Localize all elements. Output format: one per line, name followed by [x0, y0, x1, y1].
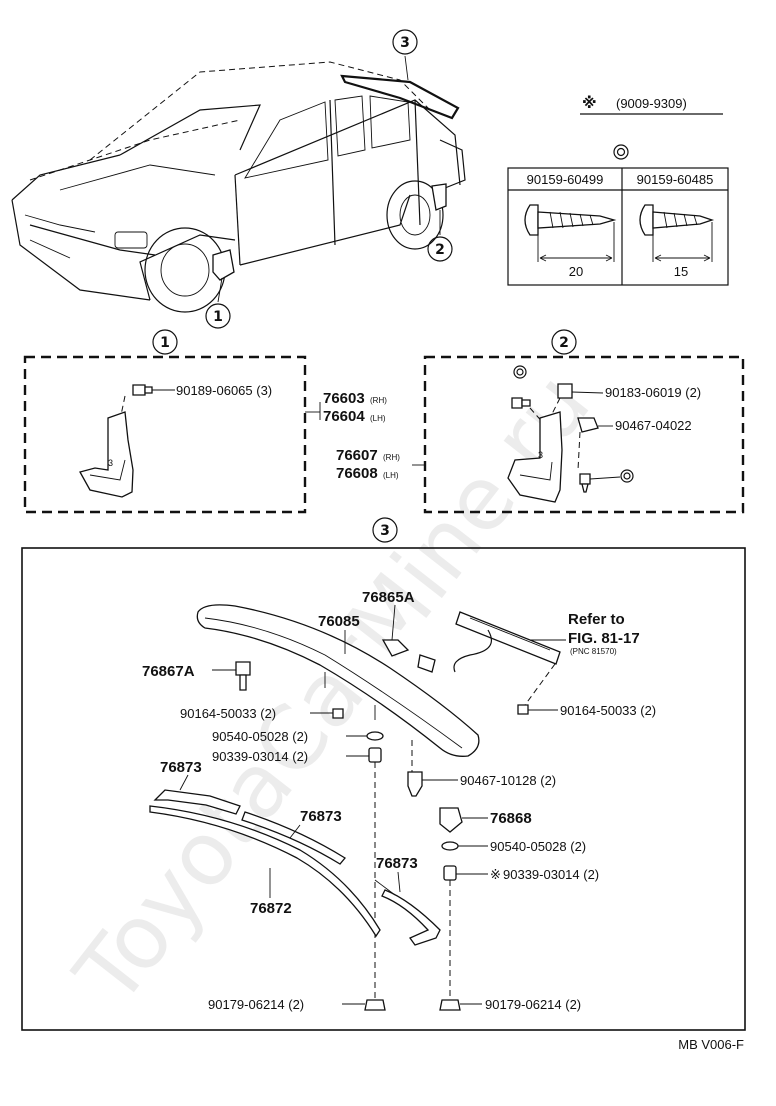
p3-nut-left: 90179-06214 (2) [208, 997, 304, 1012]
spoiler [196, 604, 480, 757]
p1-flap-lh: 76604 [323, 408, 365, 425]
svg-text:3: 3 [108, 458, 113, 468]
note-symbol: ※ [582, 94, 597, 112]
fastener-1-length: 20 [569, 264, 583, 279]
callout-2-car: 2 [427, 236, 453, 262]
p3-gasket-2: 76873 [300, 808, 342, 825]
p1-lh: (LH) [370, 414, 386, 423]
p3-spoiler: 76085 [318, 613, 360, 630]
watermark: ToyotaCarMine.ru [55, 354, 610, 1024]
p3-gasket-1: 76873 [160, 759, 202, 776]
p3-bracket-a: 76865A [362, 589, 415, 606]
seal-strips [149, 774, 441, 946]
panel-2: 2 90183-06019 (2) 90467-04022 3 [412, 329, 745, 514]
refer-fig: FIG. 81-17 [568, 630, 640, 647]
fastener-note: ※ (9009-9309) 90159-60499 90159-60485 20 [507, 94, 729, 286]
svg-text:1: 1 [213, 309, 223, 325]
p1-rh: (RH) [370, 396, 387, 405]
panel-3: 3 Refer to FIG. 81-17 ( [21, 517, 746, 1031]
p3-gasket-3: 76873 [376, 855, 418, 872]
refer-to: Refer to [568, 611, 625, 628]
footer-code: MB V006-F [678, 1037, 744, 1052]
p2-flap-rh: 76607 [336, 447, 378, 464]
p3-spacer-right: 90339-03014 (2) [503, 867, 599, 882]
p1-flap-rh: 76603 [323, 390, 365, 407]
p3-nut-right: 90179-06214 (2) [485, 997, 581, 1012]
p2-rh: (RH) [383, 453, 400, 462]
fastener-2-part-no: 90159-60485 [637, 172, 714, 187]
p2-flap-lh: 76608 [336, 465, 378, 482]
callout-3-top: 3 [392, 29, 418, 55]
callout-3-panel: 3 [372, 517, 398, 543]
p2-lh: (LH) [383, 471, 399, 480]
screw-2-drawing [639, 204, 715, 262]
svg-text:2: 2 [559, 335, 569, 351]
fastener-1-part-no: 90159-60499 [527, 172, 604, 187]
callout-1-car: 1 [205, 303, 231, 329]
p3-spacer-left: 90339-03014 (2) [212, 749, 308, 764]
p3-nut-clip: 90467-10128 (2) [460, 773, 556, 788]
svg-text:3: 3 [400, 35, 410, 51]
refer-pnc: (PNC 81570) [570, 647, 617, 656]
svg-text:3: 3 [380, 523, 390, 539]
svg-text:2: 2 [435, 242, 445, 258]
stop-lamp [417, 611, 566, 706]
p3-bracket-b: 76867A [142, 663, 195, 680]
p1-bolt-label: 90189-06065 (3) [176, 383, 272, 398]
svg-text:1: 1 [160, 335, 170, 351]
panel-1: 1 90189-06065 (3) 3 [23, 329, 321, 514]
p3-spacer-right-mark: ※ [490, 867, 501, 882]
note-range: (9009-9309) [616, 96, 687, 111]
callout-2-panel: 2 [551, 329, 577, 355]
p3-screw-right: 90164-50033 (2) [560, 703, 656, 718]
p3-washer-left: 90540-05028 (2) [212, 729, 308, 744]
p2-nut-label: 90467-04022 [615, 418, 692, 433]
p3-screw-left: 90164-50033 (2) [180, 706, 276, 721]
screw-1-drawing [524, 204, 617, 262]
svg-text:3: 3 [538, 450, 543, 460]
callout-1-panel: 1 [152, 329, 178, 355]
p2-clip-label: 90183-06019 (2) [605, 385, 701, 400]
p3-washer-right: 90540-05028 (2) [490, 839, 586, 854]
p3-bracket-c: 76868 [490, 810, 532, 827]
car-illustration [11, 55, 466, 313]
p3-seal: 76872 [250, 900, 292, 917]
fastener-2-length: 15 [674, 264, 688, 279]
